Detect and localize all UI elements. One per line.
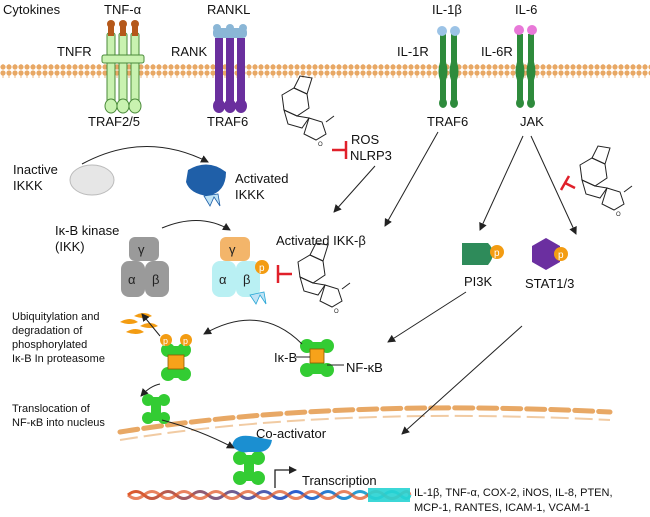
il6r-receptor	[515, 34, 536, 108]
rank-label: RANK	[171, 44, 207, 59]
dna-strand	[127, 488, 412, 502]
il6-label: IL-6	[515, 2, 537, 17]
stat13-phospho-label: p	[558, 250, 564, 261]
translocation-label-1: Translocation of	[12, 403, 91, 415]
jak-label: JAK	[520, 114, 544, 129]
cytokines-label: Cytokines	[3, 2, 61, 17]
svg-text:O: O	[616, 212, 621, 218]
stat13-label: STAT1/3	[525, 276, 574, 291]
coactivator-shape	[232, 435, 272, 453]
ubiquitylation-label-1: Ubiquitylation and	[12, 311, 99, 323]
ikk-beta-label: β	[152, 272, 159, 287]
inactive-ikkk-label-2: IKKK	[13, 178, 43, 193]
translocation-label-2: NF-κB into nucleus	[12, 417, 105, 429]
inhibition-ros-nlrp3	[332, 141, 348, 159]
ubiquitylation-label-3: phosphorylated	[12, 339, 87, 351]
transcription-arrow	[274, 466, 297, 488]
nlrp3-label: NLRP3	[350, 148, 392, 163]
pathway-arrows	[81, 131, 577, 449]
pi3k-phospho-label: p	[494, 248, 500, 259]
ikk-complex-inactive: γ α β	[121, 237, 169, 297]
nuclear-membrane-inner	[119, 414, 611, 441]
il1b-ligand	[437, 26, 460, 36]
activated-ikkk	[186, 164, 226, 207]
il6r-label: IL-6R	[481, 44, 513, 59]
il1b-label: IL-1β	[432, 2, 462, 17]
ikb-kinase-label-2: (IKK)	[55, 239, 85, 254]
stat13-shape: p	[532, 238, 568, 270]
rank-receptor	[213, 38, 247, 113]
ikkb-beta-label: β	[243, 272, 250, 287]
ikk-gamma-label: γ	[138, 242, 145, 257]
cell-membrane	[0, 64, 650, 78]
free-nfkb	[142, 394, 170, 424]
traf6-rank-label: TRAF6	[207, 114, 248, 129]
phospho-label-1: p	[163, 336, 168, 346]
inactive-ikkk-label-1: Inactive	[13, 162, 58, 177]
activated-ikkk-label-2: IKKK	[235, 187, 265, 202]
activated-ikkk-label-1: Activated	[235, 171, 288, 186]
ikk-alpha-label: α	[128, 272, 136, 287]
nuclear-nfkb	[233, 451, 265, 485]
compound-structure-right: O	[579, 145, 633, 218]
traf25-label: TRAF2/5	[88, 114, 140, 129]
rankl-label: RANKL	[207, 2, 250, 17]
activated-ikkb-label: Activated IKK-β	[276, 233, 366, 248]
ikkb-gamma-label: γ	[229, 242, 236, 257]
svg-text:O: O	[318, 142, 323, 148]
inactive-ikkk	[69, 164, 115, 196]
il1r-receptor	[438, 34, 459, 108]
genes-label-1: IL-1β, TNF-α, COX-2, iNOS, IL-8, PTEN,	[414, 487, 613, 499]
inhibition-jak	[559, 175, 576, 191]
ikkb-alpha-label: α	[219, 272, 227, 287]
compound-structure-top: O	[281, 75, 335, 148]
transcription-label: Transcription	[302, 473, 377, 488]
tnfr-receptor	[101, 32, 145, 114]
il1r-label: IL-1R	[397, 44, 429, 59]
phospho-ikb-nfkb-complex: p p	[160, 334, 192, 381]
genes-label-2: MCP-1, RANTES, ICAM-1, VCAM-1	[414, 502, 590, 514]
ros-label: ROS	[351, 132, 380, 147]
ikk-complex-activated: γ α β p	[212, 237, 269, 305]
rankl-ligand	[213, 24, 247, 38]
inhibition-ikkb	[276, 265, 292, 283]
pi3k-label: PI3K	[464, 274, 493, 289]
ikkb-phospho	[255, 260, 269, 274]
ubiquitylation-label-4: Iκ-B In proteasome	[12, 353, 105, 365]
svg-text:O: O	[334, 309, 339, 315]
nuclear-membrane	[117, 405, 613, 435]
ikb-label: Iκ-B	[274, 350, 297, 365]
ikkb-phospho-label: p	[259, 263, 265, 274]
phospho-label-2: p	[183, 336, 188, 346]
nfkb-label: NF-κB	[346, 360, 383, 375]
tnf-alpha-label: TNF-α	[104, 2, 142, 17]
tnfr-label: TNFR	[57, 44, 92, 59]
coactivator-label: Co-activator	[256, 426, 327, 441]
ikb-kinase-label-1: Iκ-B kinase	[55, 223, 119, 238]
ubiquitylation-label-2: degradation of	[12, 325, 83, 337]
il6-ligand	[514, 25, 537, 35]
traf6-il1-label: TRAF6	[427, 114, 468, 129]
tnf-alpha-ligand	[107, 20, 139, 36]
ikb-nfkb-complex	[296, 339, 344, 377]
compound-structure-lower: O	[297, 242, 351, 315]
proteasome-fragments	[120, 313, 158, 334]
pi3k-shape: p	[462, 243, 504, 265]
